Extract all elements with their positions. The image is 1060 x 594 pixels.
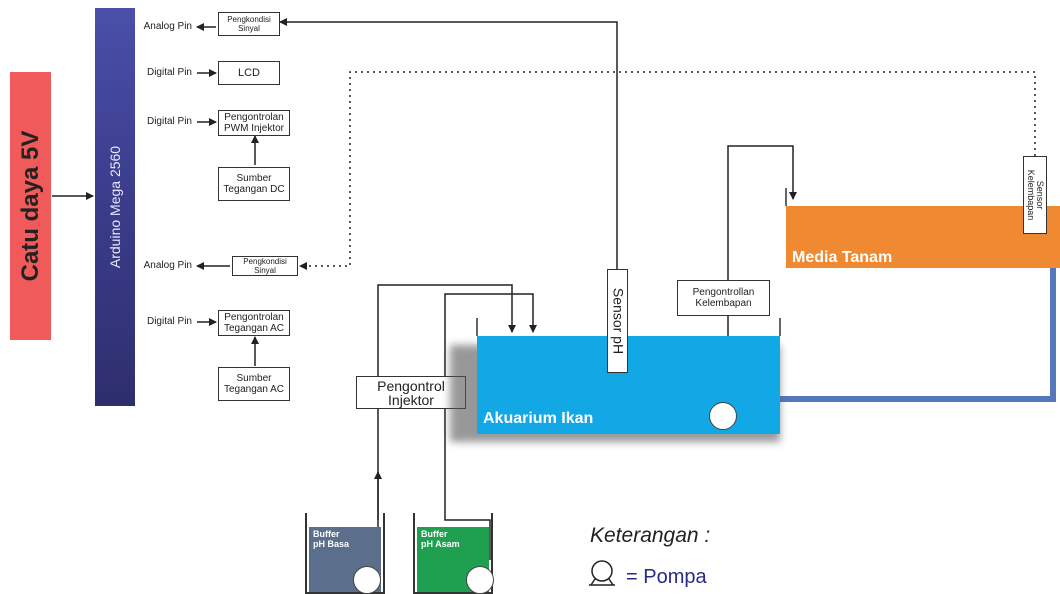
analog-pin-2: Analog Pin (143, 260, 192, 271)
media-tanam-tank: Media Tanam (786, 206, 1060, 268)
sensor-ph-line (279, 18, 618, 269)
pengkondisi-sinyal-1: Pengkondisi Sinyal (218, 12, 280, 36)
sumber-dc-box: Sumber Tegangan DC (218, 167, 290, 201)
digital-pin-pwm: Digital Pin (146, 116, 192, 127)
sensor-kelembapan-label: Sensor Kelembapan (1026, 169, 1045, 221)
pengkondisi-sinyal-2: Pengkondisi Sinyal (232, 256, 298, 276)
buffer-asam-beaker: Buffer pH Asam (413, 513, 493, 594)
buffer-basa-label: Buffer pH Basa (313, 529, 350, 549)
legend-pump-icon (589, 560, 615, 586)
legend-title: Keterangan : (590, 524, 711, 547)
digital-pin-lcd: Digital Pin (146, 67, 192, 78)
buffer-asam-label: Buffer pH Asam (421, 529, 460, 549)
digital-pin-ac: Digital Pin (146, 316, 192, 327)
pwm-injektor-box: Pengontrolan PWM Injektor (218, 110, 290, 136)
sumber-ac-box: Sumber Tegangan AC (218, 367, 290, 401)
sensor-ph-label: Sensor pH (610, 287, 626, 355)
arduino-board: Arduino Mega 2560 (95, 8, 135, 406)
pump-line (727, 145, 797, 402)
pengontrol-injektor-box: Pengontrol Injektor (356, 376, 466, 409)
power-supply: Catu daya 5V (10, 72, 51, 340)
power-label: Catu daya 5V (16, 130, 44, 282)
analog-pin-1: Analog Pin (143, 21, 192, 32)
legend-pump-label: = Pompa (626, 566, 707, 588)
aquarium-label: Akuarium Ikan (483, 410, 594, 427)
pump-asam-icon (466, 566, 494, 594)
injector-basa-line (377, 284, 516, 560)
sensor-kelembapan-box: Sensor Kelembapan (1023, 156, 1047, 234)
return-pipe (780, 268, 1056, 402)
sensor-ph-box: Sensor pH (607, 269, 628, 373)
sensor-kelembapan-line (299, 71, 1036, 270)
pengontrolan-kelembapan-box: Pengontrollan Kelembapan (677, 280, 770, 316)
pump-basa-icon (353, 566, 381, 594)
arduino-label: Arduino Mega 2560 (107, 145, 123, 269)
tegangan-ac-box: Pengontrolan Tegangan AC (218, 310, 290, 336)
lcd-box: LCD (218, 61, 280, 85)
pump-aquarium-icon (709, 402, 737, 430)
media-tanam-label: Media Tanam (792, 249, 893, 266)
